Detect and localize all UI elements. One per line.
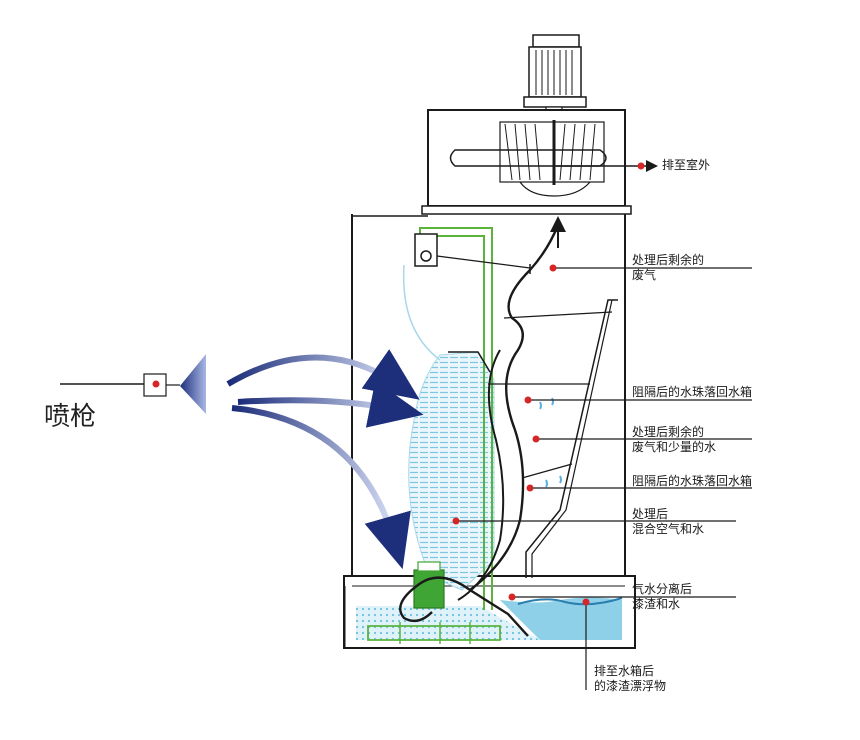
fan-impeller (449, 120, 607, 197)
separation-label-2: 漆渣和水 (632, 597, 681, 611)
spray-gun (60, 354, 206, 414)
spray-flow-arrows (226, 349, 424, 570)
water-curtain (402, 264, 495, 591)
spray-gun-label: 喷枪 (44, 402, 97, 432)
residual-gas-label-1: 处理后剩余的 (632, 253, 705, 267)
fan-motor (523, 34, 587, 122)
marker-dots (152, 162, 645, 606)
residual-mix-label-1: 处理后剩余的 (632, 425, 705, 439)
exhaust-label: 排至室外 (662, 158, 711, 172)
blocked-drops-label-1: 阻隔后的水珠落回水箱 (632, 385, 753, 399)
fan-housing (421, 109, 658, 215)
residual-mix-label-2: 废气和少量的水 (632, 440, 717, 454)
blocked-drops-label-2: 阻隔后的水珠落回水箱 (632, 474, 753, 488)
airflow-path (399, 216, 566, 637)
separation-label-1: 气水分离后 (632, 582, 693, 596)
spray-nozzle (414, 233, 531, 274)
leader-lines (456, 267, 752, 690)
baffle-plates (488, 299, 618, 578)
treated-label-2: 混合空气和水 (632, 522, 705, 536)
floating-label-2: 的漆渣漂浮物 (594, 679, 667, 693)
floating-label-1: 排至水箱后 (594, 664, 655, 678)
treated-label-1: 处理后 (632, 507, 669, 521)
residual-gas-label-2: 废气 (632, 268, 657, 282)
